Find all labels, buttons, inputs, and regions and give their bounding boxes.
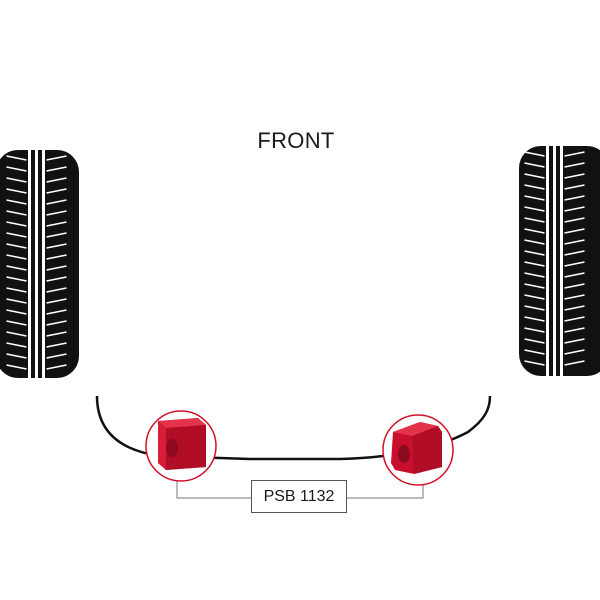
right-bush-callout [382,414,454,486]
tread-sipe [564,338,585,344]
tread-sipe [6,342,27,348]
tread-sipe [46,188,67,194]
tread-sipe [6,221,27,227]
tread-sipe [524,195,545,201]
left-tyre-grooves [28,150,45,378]
tread-sipe [524,239,545,245]
tread-sipe [6,320,27,326]
tread-sipe [46,320,67,326]
tread-sipe [6,243,27,249]
tread-sipe [564,239,585,245]
right-tyre-tread-pattern [524,151,585,366]
tread-sipe [524,283,545,289]
left-polyurethane-bush-icon [158,418,206,470]
tread-sipe [564,305,585,311]
tread-sipe [6,210,27,216]
tread-sipe [564,316,585,322]
tread-sipe [524,162,545,168]
tread-sipe [524,316,545,322]
tread-sipe [46,353,67,359]
tread-sipe [6,331,27,337]
right-tyre-icon [519,146,600,376]
left-tyre-tread-pattern [6,155,67,370]
tread-sipe [564,294,585,300]
tread-sipe [46,309,67,315]
tread-sipe [524,349,545,355]
tread-sipe [46,221,67,227]
front-direction-label: FRONT [257,128,335,153]
tread-sipe [524,206,545,212]
tread-sipe [564,272,585,278]
tread-sipe [524,261,545,267]
tread-sipe [6,232,27,238]
tread-sipe [6,254,27,260]
tread-sipe [524,360,545,366]
tread-sipe [6,155,27,161]
tread-sipe [564,184,585,190]
tread-sipe [6,364,27,370]
tread-sipe [524,305,545,311]
tread-sipe [564,349,585,355]
tread-sipe [564,360,585,366]
tread-sipe [46,243,67,249]
right-polyurethane-bush-icon [391,422,442,474]
tread-sipe [564,173,585,179]
tread-sipe [6,276,27,282]
tread-sipe [6,166,27,172]
tread-sipe [46,298,67,304]
tread-sipe [46,342,67,348]
tread-sipe [46,287,67,293]
left-bush-callout [145,410,217,482]
tread-sipe [564,162,585,168]
tread-sipe [46,364,67,370]
tread-sipe [46,199,67,205]
tread-sipe [6,188,27,194]
tread-sipe [46,210,67,216]
part-number-label: PSB 1132 [251,480,347,513]
tread-sipe [564,250,585,256]
tread-sipe [46,331,67,337]
tread-sipe [524,272,545,278]
tread-sipe [46,265,67,271]
tread-sipe [46,155,67,161]
tread-sipe [46,232,67,238]
tread-sipe [564,195,585,201]
tread-sipe [6,298,27,304]
tread-sipe [46,276,67,282]
tread-sipe [46,254,67,260]
tread-sipe [524,228,545,234]
left-tyre-icon [0,150,79,378]
tread-sipe [564,228,585,234]
tread-sipe [524,338,545,344]
tread-sipe [6,265,27,271]
tread-sipe [524,184,545,190]
right-tyre-grooves [546,146,563,376]
tread-sipe [6,353,27,359]
tread-sipe [564,217,585,223]
tread-sipe [524,151,545,157]
tread-sipe [564,206,585,212]
tread-sipe [524,327,545,333]
tread-sipe [6,199,27,205]
tread-sipe [564,283,585,289]
tread-sipe [524,250,545,256]
tread-sipe [524,217,545,223]
tread-sipe [564,327,585,333]
tread-sipe [564,261,585,267]
tread-sipe [524,173,545,179]
tread-sipe [524,294,545,300]
tread-sipe [564,151,585,157]
tread-sipe [6,177,27,183]
tread-sipe [46,166,67,172]
tread-sipe [6,309,27,315]
tread-sipe [46,177,67,183]
tread-sipe [6,287,27,293]
